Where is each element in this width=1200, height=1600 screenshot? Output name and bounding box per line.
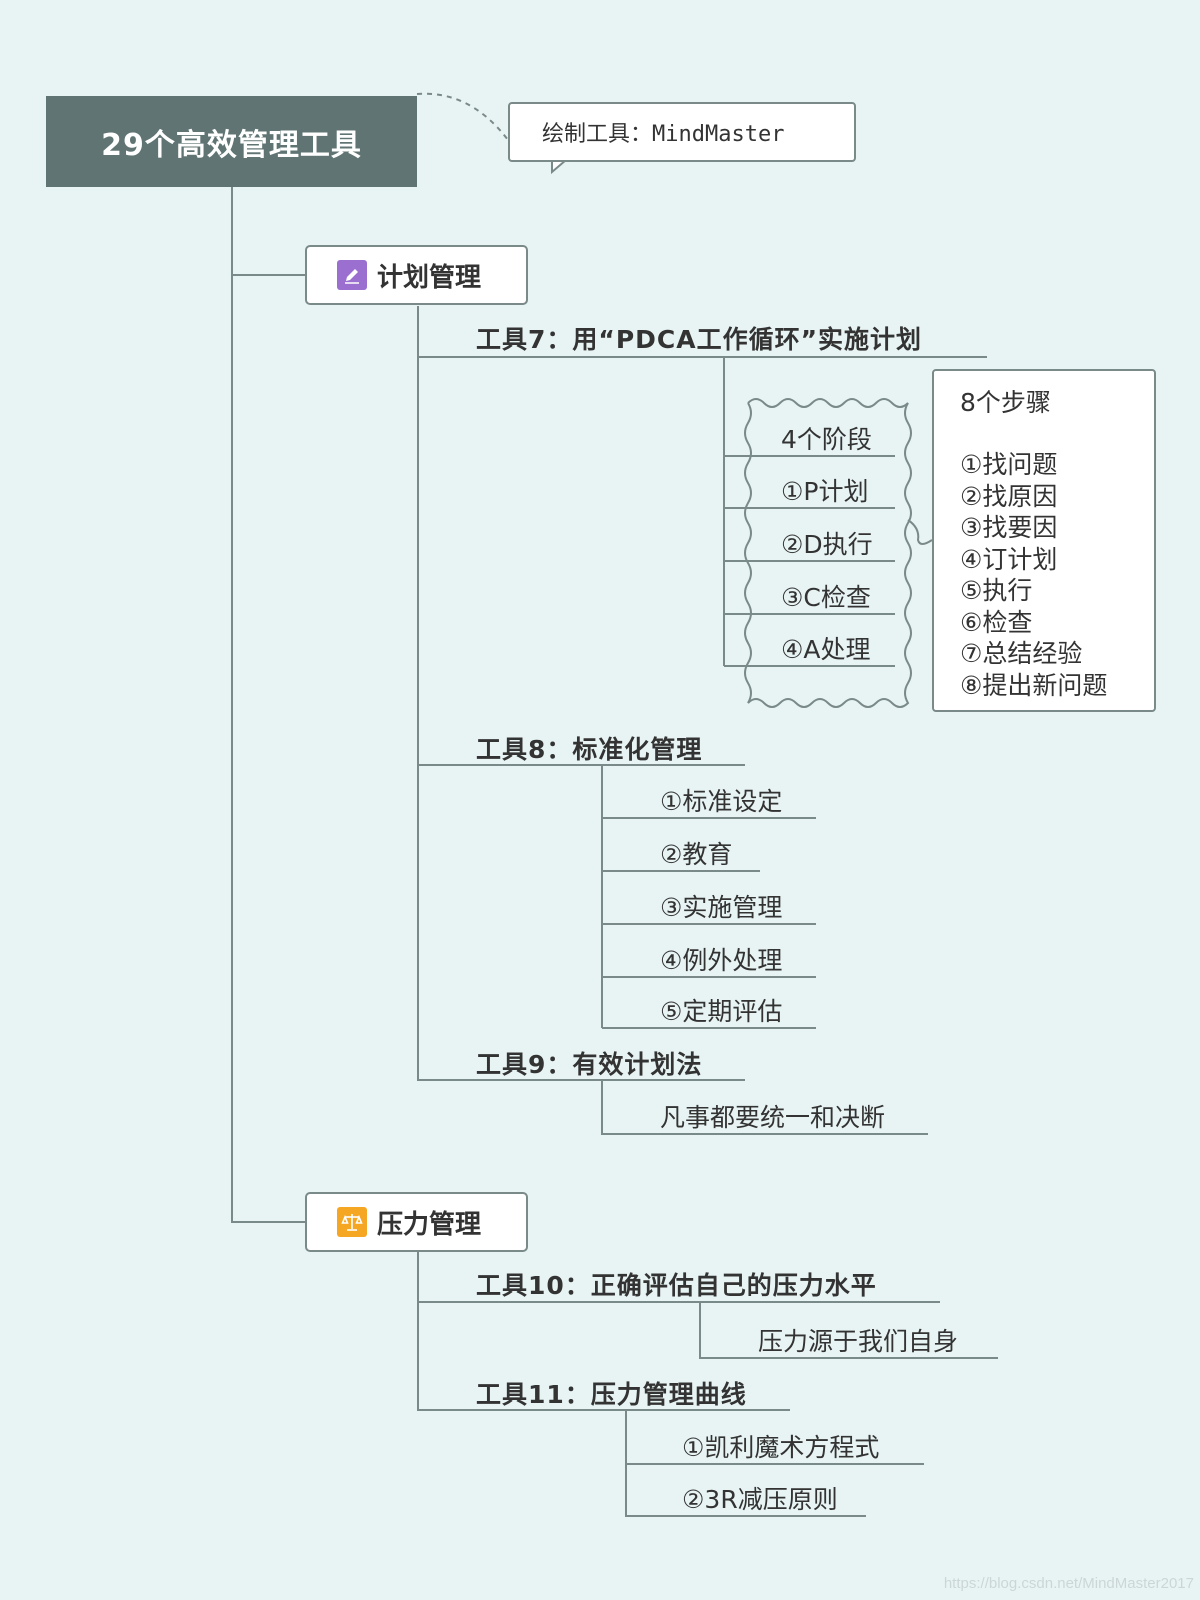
connector-tool10-sub <box>699 1302 998 1359</box>
connector-tool11-trunk <box>625 1410 866 1517</box>
callout-dashed-link <box>416 92 509 141</box>
tool8-item[interactable]: ③实施管理 <box>660 893 783 922</box>
tool8-label[interactable]: 工具8：标准化管理 <box>476 735 703 764</box>
connector-root-trunk <box>231 187 305 1223</box>
connector-tool9-trunk <box>601 1080 928 1135</box>
tool9-item[interactable]: 凡事都要统一和决断 <box>660 1103 886 1132</box>
connector-stress-trunk <box>417 1252 790 1411</box>
tool10-item[interactable]: 压力源于我们自身 <box>758 1327 959 1356</box>
step-item: ③找要因 <box>960 513 1058 542</box>
step-item: ⑦总结经验 <box>960 639 1083 668</box>
phase-item[interactable]: ③C检查 <box>781 583 871 612</box>
pencil-icon <box>337 260 367 290</box>
phase-item[interactable]: 4个阶段 <box>781 425 872 454</box>
tool8-item[interactable]: ①标准设定 <box>660 787 783 816</box>
tool8-item[interactable]: ⑤定期评估 <box>660 997 783 1026</box>
tool8-item[interactable]: ②教育 <box>660 840 733 869</box>
steps-brace <box>907 519 933 545</box>
phase-item[interactable]: ①P计划 <box>781 477 869 506</box>
steps-title: 8个步骤 <box>960 388 1051 417</box>
step-item: ④订计划 <box>960 544 1058 574</box>
phase-item[interactable]: ④A处理 <box>781 635 871 664</box>
tool11-label[interactable]: 工具11：压力管理曲线 <box>476 1380 747 1409</box>
category-label: 计划管理 <box>377 262 482 293</box>
callout-note[interactable]: 绘制工具：MindMaster <box>508 102 856 162</box>
tool9-label[interactable]: 工具9：有效计划法 <box>476 1050 703 1079</box>
step-item: ②找原因 <box>960 481 1058 511</box>
phase-item[interactable]: ②D执行 <box>781 530 873 559</box>
step-item: ⑧提出新问题 <box>960 670 1108 700</box>
balance-scale-icon <box>337 1207 367 1237</box>
step-item: ⑥检查 <box>960 607 1033 637</box>
watermark: https://blog.csdn.net/MindMaster2017 <box>943 1575 1194 1592</box>
steps-box[interactable]: 8个步骤 ①找问题 ②找原因 ③找要因 ④订计划 ⑤执行 ⑥检查 ⑦总结经验 ⑧… <box>932 369 1156 712</box>
tool8-item[interactable]: ④例外处理 <box>660 946 783 975</box>
root-topic[interactable]: 29个高效管理工具 <box>46 96 417 187</box>
tool11-item[interactable]: ①凯利魔术方程式 <box>682 1433 880 1462</box>
tool7-label[interactable]: 工具7：用“PDCA工作循环”实施计划 <box>476 325 923 354</box>
category-label: 压力管理 <box>377 1209 482 1240</box>
phase-wavy-boundary <box>744 398 912 708</box>
category-plan-management[interactable]: 计划管理 <box>305 245 528 305</box>
tool10-label[interactable]: 工具10：正确评估自己的压力水平 <box>476 1271 877 1300</box>
step-item: ⑤执行 <box>960 576 1033 605</box>
step-item: ①找问题 <box>960 450 1058 479</box>
connector-plan-trunk <box>417 306 745 1081</box>
tool11-item[interactable]: ②3R减压原则 <box>682 1485 838 1514</box>
category-stress-management[interactable]: 压力管理 <box>305 1192 528 1252</box>
